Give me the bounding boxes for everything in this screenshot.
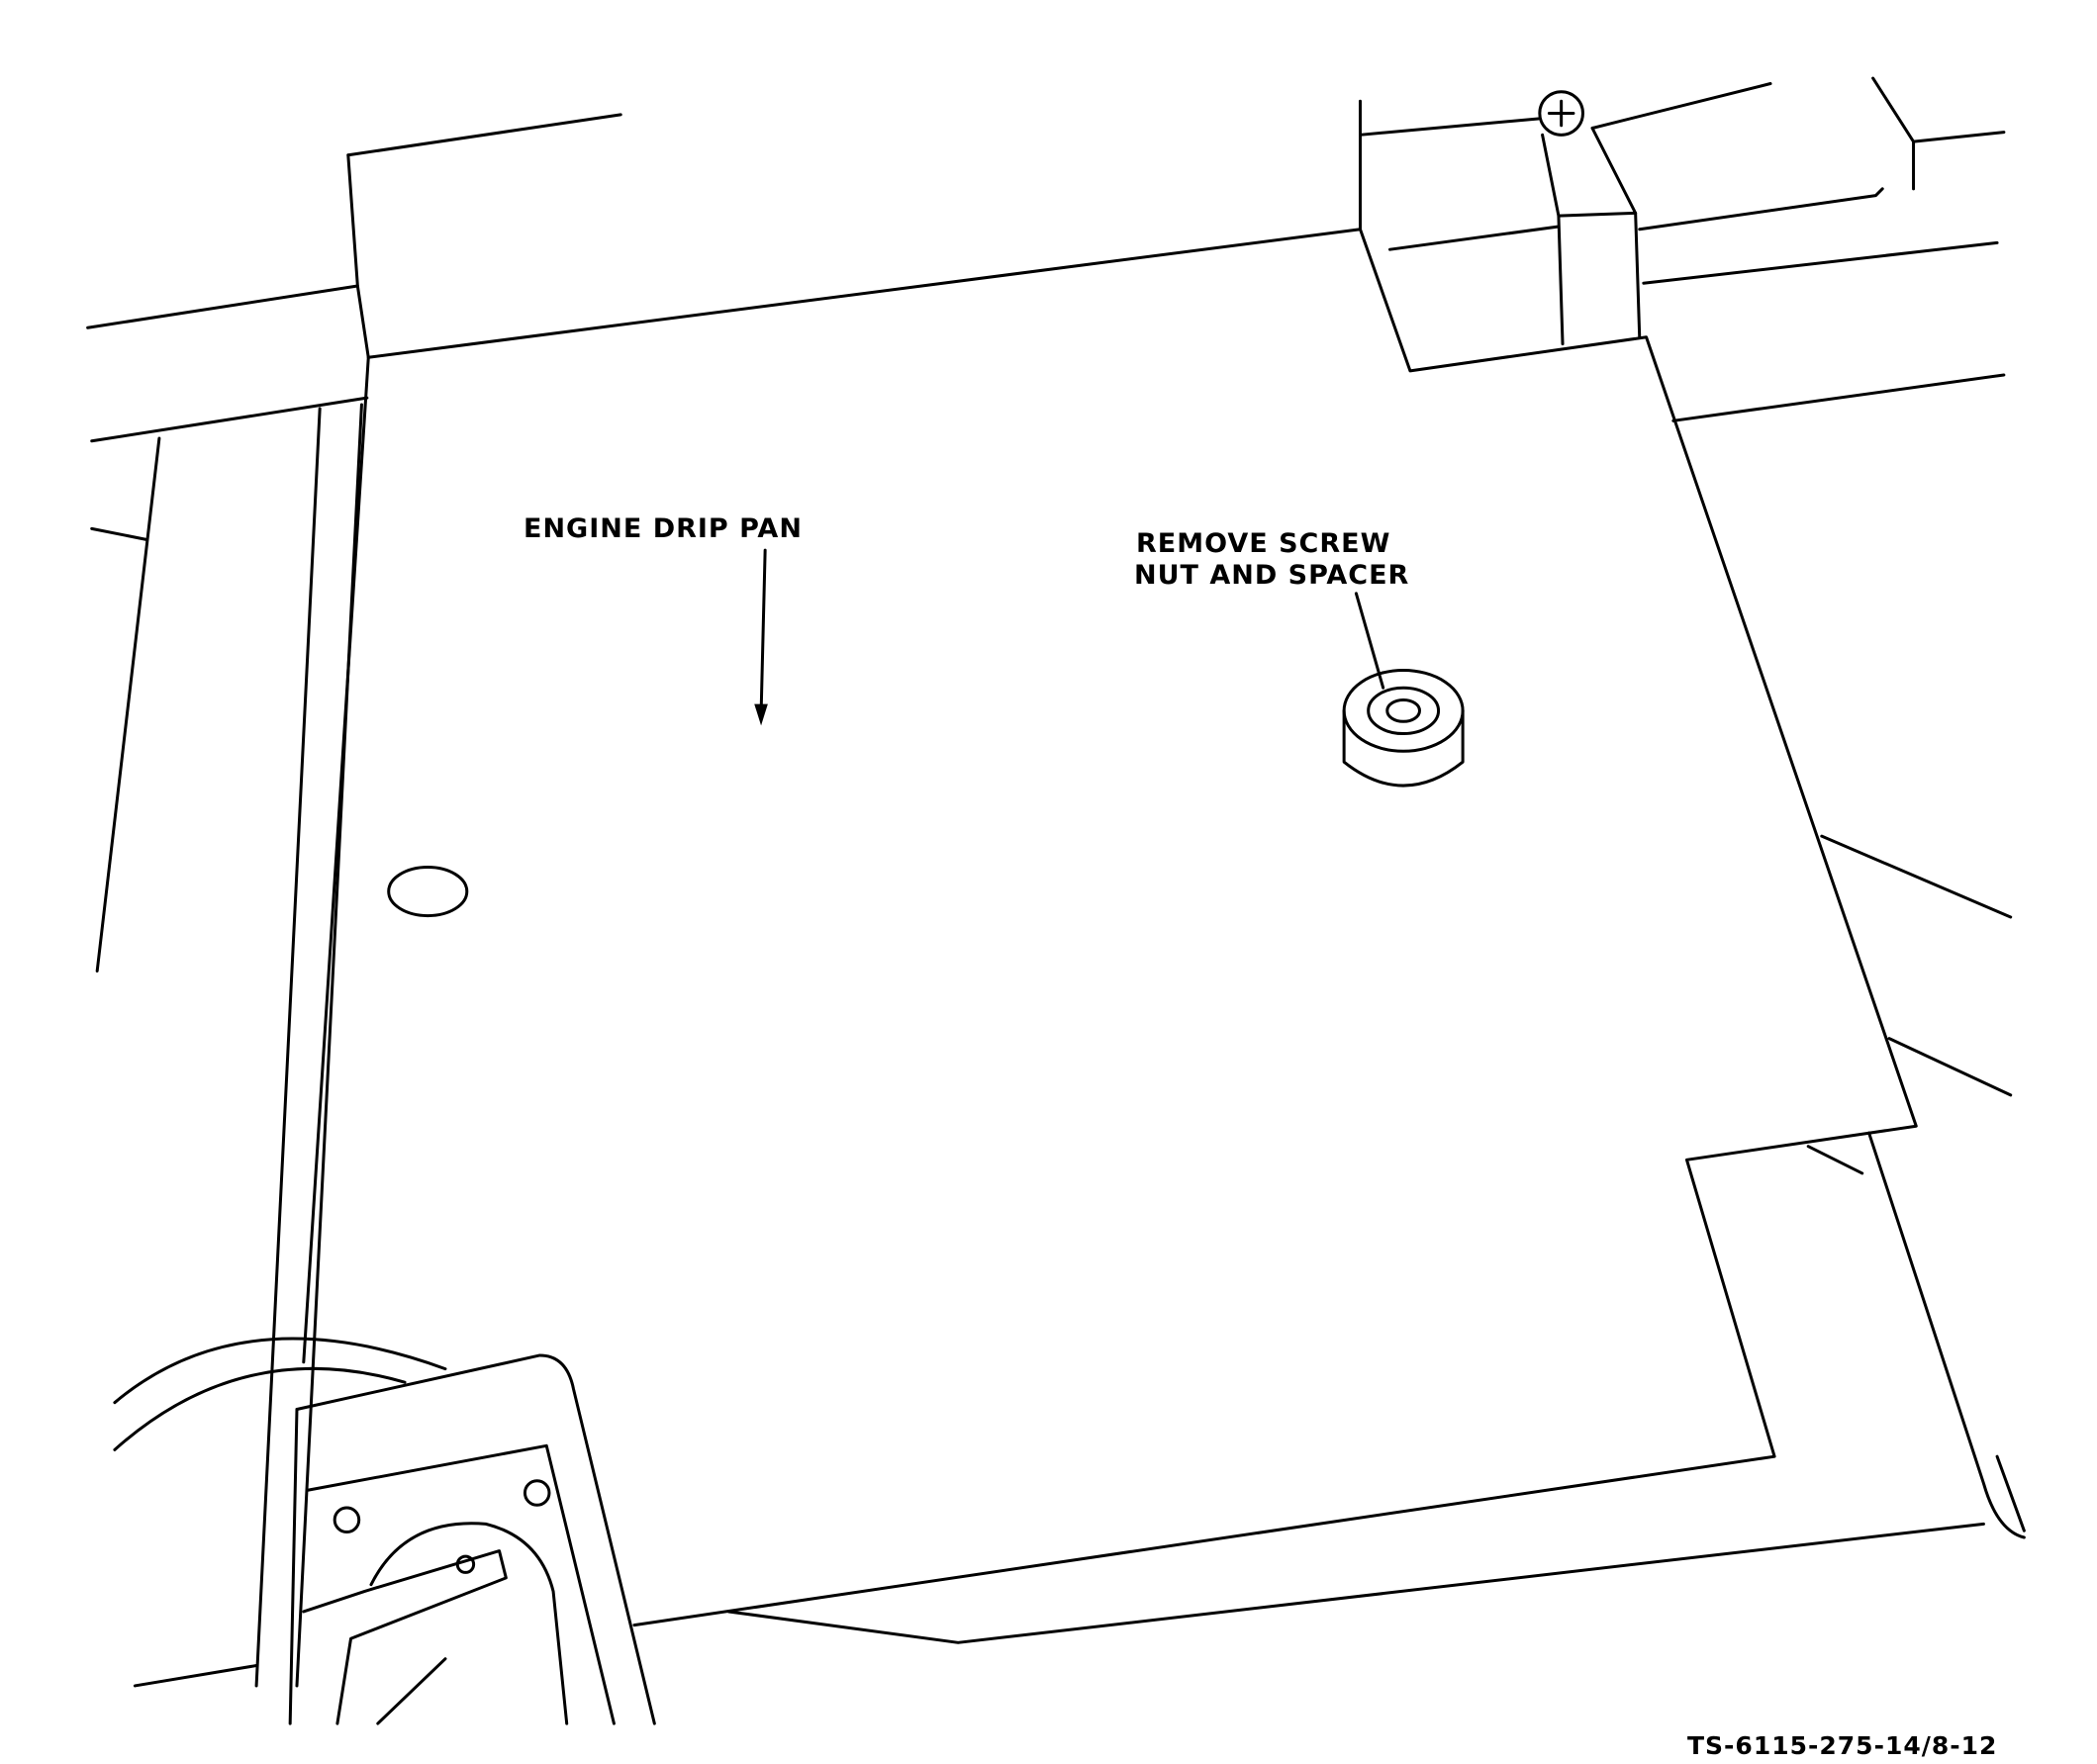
figure-id: TS-6115-275-14/8-12 — [1687, 1731, 1998, 1760]
engine-drip-pan-label: ENGINE DRIP PAN — [524, 513, 803, 544]
drip-pan — [302, 228, 2026, 1644]
remove-screw-label-line2: NUT AND SPACER — [1134, 560, 1410, 591]
remove-screw-label-line1: REMOVE SCREW — [1136, 528, 1391, 559]
frame-rails — [86, 113, 622, 1688]
leader-arrows — [754, 548, 1385, 726]
spacer — [1342, 668, 1465, 788]
upper-right-brackets — [1358, 76, 2013, 1097]
drain-hole — [387, 866, 469, 918]
lower-left-component — [113, 1337, 656, 1725]
screw-head-icon — [1538, 90, 1584, 137]
